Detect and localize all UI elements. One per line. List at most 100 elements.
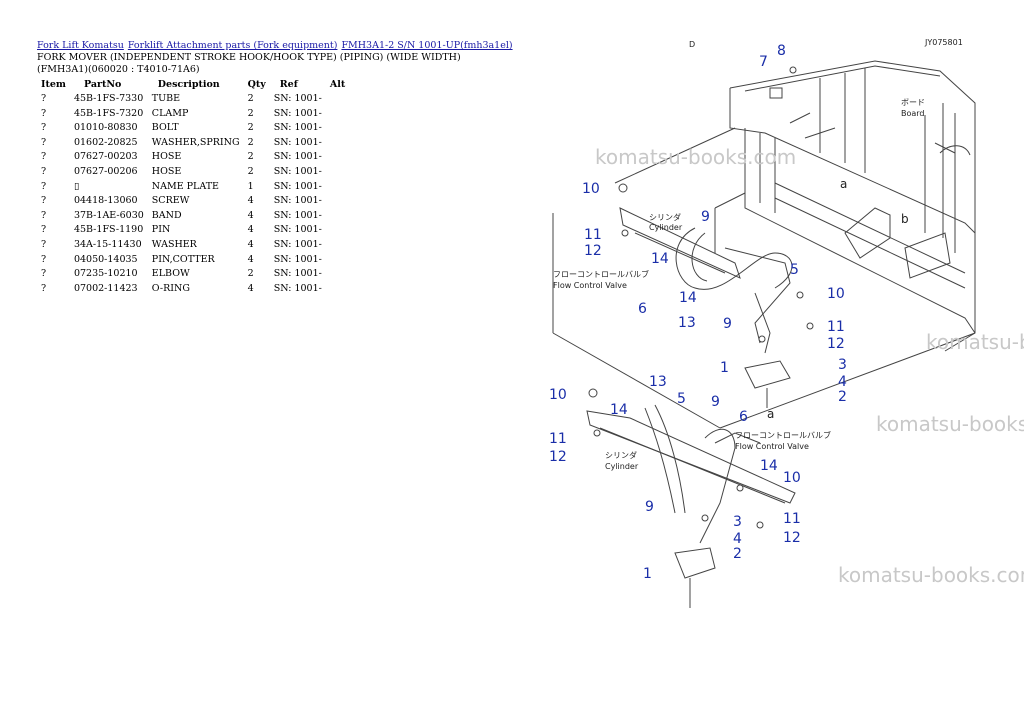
description-cell: CLAMP — [151, 107, 189, 119]
item-cell: ? — [41, 136, 47, 148]
watermark-4: komatsu-books.com — [838, 563, 1024, 587]
qty-cell: 4 — [247, 282, 254, 294]
partno-cell: 04050-14035 — [73, 253, 138, 265]
ref-cell: SN: 1001- — [273, 209, 322, 221]
cylinder-label-jp: シリンダ — [649, 212, 681, 222]
parts-table: Item PartNo Description Qty Ref Alt ?45B… — [37, 78, 349, 296]
item-cell: ? — [41, 165, 47, 177]
qty-cell: 2 — [247, 268, 254, 280]
callout-12b: 12 — [827, 336, 845, 352]
description-cell: BOLT — [151, 122, 179, 134]
partno-cell: ▯ — [73, 180, 80, 192]
description-cell: WASHER — [151, 238, 197, 250]
alt-cell — [326, 107, 349, 122]
callout-11c: 11 — [549, 431, 567, 447]
breadcrumb-link-attachment-parts[interactable]: Forklift Attachment parts (Fork equipmen… — [127, 40, 338, 51]
alt-cell — [326, 282, 349, 297]
col-description: Description — [157, 79, 220, 90]
item-cell: ? — [41, 180, 47, 192]
callout-7: 7 — [759, 54, 768, 70]
breadcrumb-link-model[interactable]: FMH3A1-2 S/N 1001-UP(fmh3a1el) — [341, 40, 513, 51]
partno-cell: 07627-00203 — [73, 151, 138, 163]
item-cell: ? — [41, 209, 47, 221]
alt-cell — [326, 92, 349, 107]
fcv-label-en-2: Flow Control Valve — [735, 442, 809, 451]
alt-cell — [326, 121, 349, 136]
qty-cell: 2 — [247, 151, 254, 163]
description-cell: SCREW — [151, 195, 190, 207]
callout-11b: 11 — [827, 319, 845, 335]
partno-cell: 04418-13060 — [73, 195, 138, 207]
qty-cell: 4 — [247, 195, 254, 207]
partno-cell: 45B-1FS-1190 — [73, 224, 144, 236]
alt-cell — [326, 150, 349, 165]
alt-cell — [326, 223, 349, 238]
item-cell: ? — [41, 253, 47, 265]
title-line-2: (FMH3A1)(060020 : T4010-71A6) — [37, 64, 200, 75]
callout-10: 10 — [582, 181, 600, 197]
ref-label-a-2: a — [767, 407, 774, 421]
callout-1b: 1 — [643, 566, 652, 582]
watermark-1: komatsu-books.com — [595, 145, 797, 169]
alt-cell — [326, 209, 349, 224]
col-item: Item — [41, 79, 66, 90]
alt-cell — [326, 253, 349, 268]
item-cell: ? — [41, 195, 47, 207]
ref-cell: SN: 1001- — [273, 238, 322, 250]
callout-12c: 12 — [549, 449, 567, 465]
callout-14b: 14 — [679, 290, 697, 306]
page-title: FORK MOVER (INDEPENDENT STROKE HOOK/HOOK… — [37, 52, 537, 76]
callout-10b: 10 — [827, 286, 845, 302]
callout-4: 4 — [838, 374, 847, 390]
partno-cell: 07002-11423 — [73, 282, 138, 294]
ref-cell: SN: 1001- — [273, 282, 322, 294]
description-cell: NAME PLATE — [151, 180, 219, 192]
col-alt: Alt — [329, 79, 346, 90]
partno-cell: 37B-1AE-6030 — [73, 209, 144, 221]
item-cell: ? — [41, 93, 47, 104]
diagram-code: JY075801 — [924, 38, 963, 47]
callout-9b: 9 — [723, 316, 732, 332]
ref-cell: SN: 1001- — [273, 195, 322, 207]
callout-11: 11 — [584, 227, 602, 243]
item-cell: ? — [41, 238, 47, 250]
cylinder-label-en-2: Cylinder — [605, 462, 639, 471]
partno-cell: 45B-1FS-7330 — [73, 93, 144, 104]
fcv-label-jp: フローコントロールバルブ — [553, 269, 649, 279]
description-cell: HOSE — [151, 151, 182, 163]
alt-cell — [326, 267, 349, 282]
callout-10d: 10 — [783, 470, 801, 486]
qty-cell: 2 — [247, 165, 254, 177]
callout-10c: 10 — [549, 387, 567, 403]
callout-1: 1 — [720, 360, 729, 376]
callout-12d: 12 — [783, 530, 801, 546]
qty-cell: 4 — [247, 253, 254, 265]
ref-cell: SN: 1001- — [273, 180, 322, 192]
partno-cell: 07235-10210 — [73, 268, 138, 280]
description-cell: HOSE — [151, 165, 182, 177]
qty-cell: 2 — [247, 93, 254, 104]
breadcrumb-link-fork-lift[interactable]: Fork Lift Komatsu — [37, 40, 124, 51]
cylinder-label-en: Cylinder — [649, 223, 683, 232]
description-cell: PIN — [151, 224, 171, 236]
col-partno: PartNo — [83, 79, 122, 90]
alt-cell — [326, 238, 349, 253]
callout-6: 6 — [638, 301, 647, 317]
description-cell: PIN,COTTER — [151, 253, 215, 265]
qty-cell: 2 — [247, 122, 254, 134]
ref-cell: SN: 1001- — [273, 165, 322, 177]
item-cell: ? — [41, 268, 47, 280]
item-cell: ? — [41, 151, 47, 163]
callout-9d: 9 — [645, 499, 654, 515]
callout-12: 12 — [584, 243, 602, 259]
partno-cell: 01010-80830 — [73, 122, 138, 134]
callout-4b: 4 — [733, 531, 742, 547]
callout-2: 2 — [838, 389, 847, 405]
